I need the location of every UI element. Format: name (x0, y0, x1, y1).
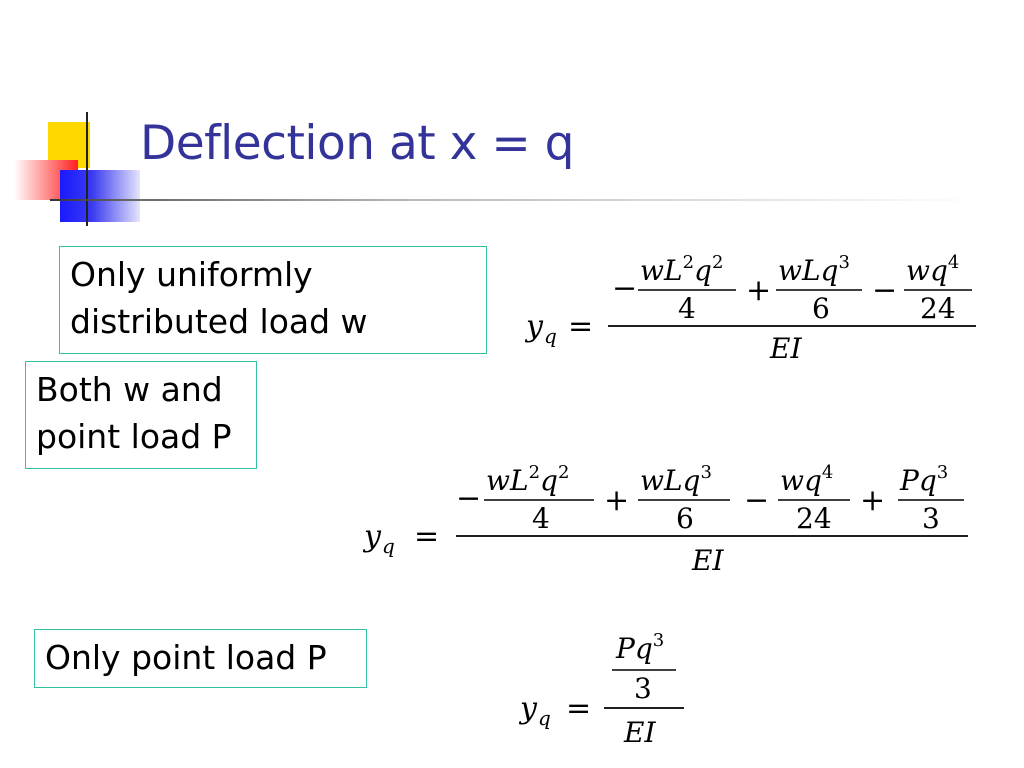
eq-term-den: 3 (922, 502, 940, 535)
eq-term: wLq3 (640, 462, 712, 497)
eq-lhs-sub: q (382, 534, 395, 558)
eq-term: wL2q2 (640, 252, 723, 287)
eq-minus: − (612, 271, 637, 306)
eq-term-den: 4 (532, 502, 550, 535)
label-line: Both w and (36, 370, 223, 409)
label-box-uniform-load: Only uniformly distributed load w (59, 246, 487, 354)
eq-term: wL2q2 (486, 462, 569, 497)
eq-plus: + (860, 483, 885, 518)
eq-lhs: y (518, 691, 538, 726)
eq-denominator: EI (769, 332, 802, 365)
eq-term: wq4 (780, 462, 833, 497)
label-line: Only point load P (45, 638, 327, 677)
eq-equals: = (568, 309, 593, 344)
label-line: distributed load w (70, 302, 368, 341)
eq-equals: = (414, 519, 439, 554)
eq-term-den: 24 (796, 502, 832, 535)
eq-denominator: EI (691, 544, 724, 577)
eq-term-den: 6 (812, 292, 830, 325)
eq-term-den: 3 (634, 672, 652, 705)
eq-term: wLq3 (778, 252, 850, 287)
eq-term-den: 24 (920, 292, 956, 325)
eq-term: wq4 (906, 252, 959, 287)
eq-term-den: 4 (678, 292, 696, 325)
label-line: point load P (36, 417, 232, 456)
slide-title: Deflection at x = q (140, 116, 575, 171)
eq-minus: − (456, 481, 481, 516)
eq-plus: + (604, 483, 629, 518)
decor-blue-square (60, 170, 140, 222)
eq-lhs: y (362, 519, 382, 554)
title-underline (50, 199, 980, 201)
equation-both-loads: y q = − wL2q2 4 + wLq3 6 − wq4 24 + Pq3 … (360, 450, 974, 580)
decor-vertical-line (86, 112, 88, 226)
label-box-point-load: Only point load P (34, 629, 367, 688)
eq-lhs: y (524, 309, 544, 344)
eq-term: Pq3 (615, 630, 664, 665)
eq-denominator: EI (623, 716, 656, 749)
eq-equals: = (566, 691, 591, 726)
eq-minus: − (872, 273, 897, 308)
equation-uniform-load: y q = − wL2q2 4 + wLq3 6 − wq4 24 EI (520, 246, 980, 370)
eq-plus: + (746, 273, 771, 308)
equation-point-load: y q = Pq3 3 EI (516, 618, 696, 754)
eq-term: Pq3 (899, 462, 948, 497)
eq-lhs-sub: q (538, 706, 551, 730)
label-box-both-loads: Both w and point load P (25, 361, 257, 469)
eq-lhs-sub: q (544, 324, 557, 348)
label-line: Only uniformly (70, 255, 313, 294)
eq-term-den: 6 (676, 502, 694, 535)
eq-minus: − (744, 483, 769, 518)
